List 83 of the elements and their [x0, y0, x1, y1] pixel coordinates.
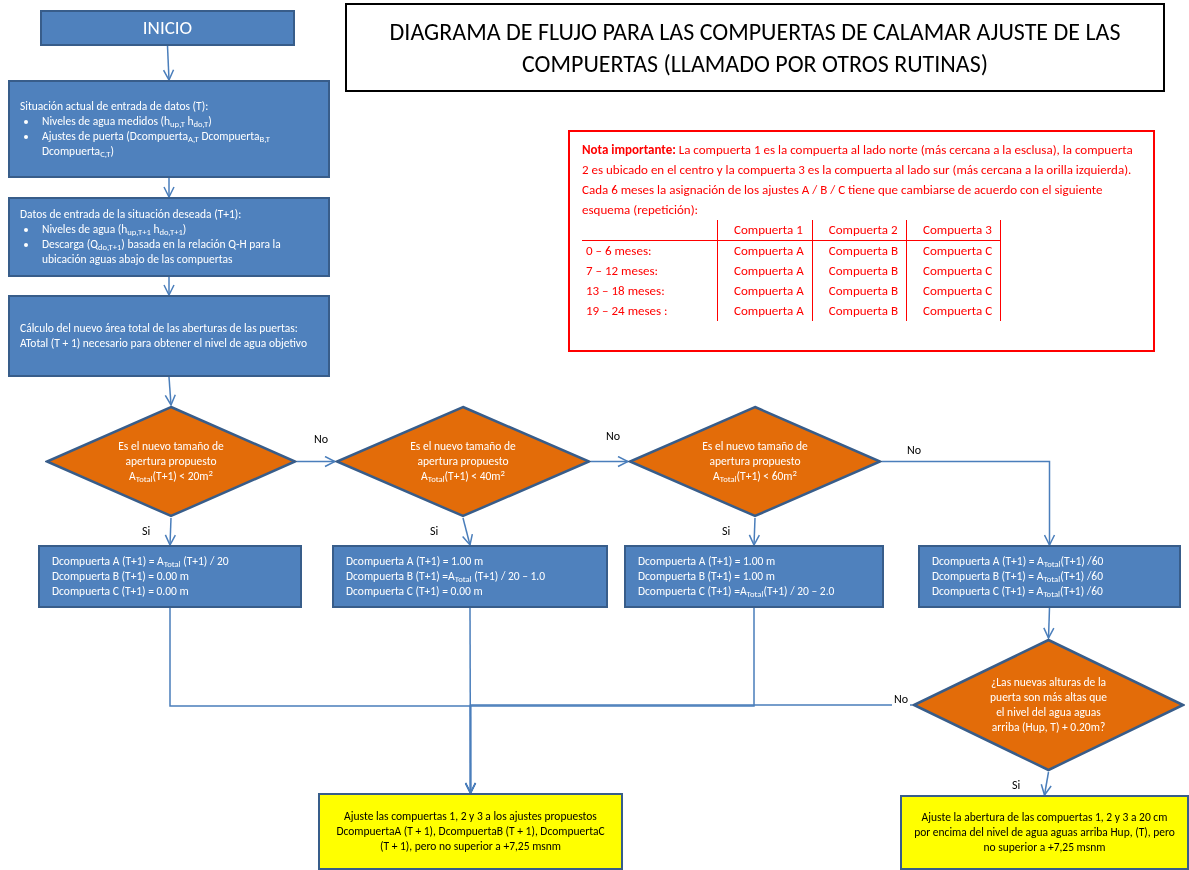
- arrow: [164, 517, 177, 546]
- formula-text: Dcompuerta A (T+1) = A$_{Total}$ (T+1) / 20: [52, 554, 230, 569]
- table-row-label: 13 – 18 meses:: [586, 283, 665, 298]
- table-row-label: 7 – 12 meses:: [586, 263, 659, 278]
- edge-label: Si: [722, 524, 731, 538]
- edge-label: No: [894, 692, 909, 706]
- note-text: Nota importante: La compuerta 1 es la compuerta al lado norte (más cercana a la esclusa), la compuerta 2 es ubicado en el centro y la compuerta 3 es la compuerta al lado sur (más cercana a la orilla izquierda). Cada 6 meses la asignación de los ajustes A / B / C tiene que cambiarse de acuerdo con el siguiente esquema (repetición):: [582, 141, 1134, 219]
- box-text: Cálculo del nuevo área total de las aberturas de las puertas: ATotal (T + 1) necesario para obtener el nivel de agua objetivo: [20, 321, 308, 351]
- decision-text: Es el nuevo tamaño de apertura propuesto A$_{Total}$(T+1) < 20m$^{2}$: [117, 439, 225, 484]
- action-box: [318, 793, 623, 870]
- process-box: [332, 545, 608, 608]
- decision-text: Es el nuevo tamaño de apertura propuesto A$_{Total}$(T+1) < 60m$^{2}$: [701, 439, 809, 484]
- table-cell: Compuerta C: [923, 283, 993, 298]
- decision-diamond: [335, 405, 591, 518]
- table-cell: Compuerta B: [828, 303, 898, 318]
- arrow: [590, 455, 629, 468]
- table-cell: Compuerta A: [734, 263, 804, 278]
- formula-text: Dcompuerta C (T+1) =A$_{Total}$(T+1) / 20 – 2.0: [638, 584, 836, 599]
- arrow: [162, 45, 175, 81]
- title-text: DIAGRAMA DE FLUJO PARA LAS COMPUERTAS DE CALAMAR AJUSTE DE LAS COMPUERTAS (LLAMADO POR OTROS RUTINAS): [388, 15, 1122, 80]
- arrow: [164, 376, 176, 406]
- bullet-text: Descarga (Q$_{do,T+1}$) basada en la relación Q-H para la ubicación aguas abajo de las compuertas: [42, 237, 282, 267]
- formula-text: Dcompuerta C (T+1) = A$_{Total}$(T+1) /60: [932, 584, 1104, 599]
- process-box: [624, 545, 884, 608]
- note-box: [568, 130, 1155, 352]
- bullet-text: Ajustes de puerta (Dcompuerta$_{A,T}$ Dcompuerta$_{B,T}$ Dcompuerta$_{C,T}$): [42, 129, 271, 159]
- arrow: [163, 276, 175, 296]
- process-box: [8, 295, 330, 377]
- action-text: Ajuste las compuertas 1, 2 y 3 a los ajustes propuestos DcompuertaA (T + 1), DcompuertaB (T + 1), DcompuertaC (T + 1), pero no superior a +7,25 msnm: [335, 809, 606, 854]
- formula-text: Dcompuerta A (T+1) = 1.00 m: [638, 554, 777, 569]
- table-cell: Compuerta A: [734, 243, 804, 258]
- table-cell: Compuerta C: [923, 263, 993, 278]
- process-box: [8, 80, 330, 178]
- arrow: [748, 517, 761, 546]
- table-cell: Compuerta C: [923, 243, 993, 258]
- bullet-text: Niveles de agua (h$_{up,T+1}$ h$_{do,T+1}$): [42, 222, 187, 237]
- formula-text: Dcompuerta C (T+1) = 0.00 m: [52, 584, 190, 599]
- decision-text: Es el nuevo tamaño de apertura propuesto A$_{Total}$(T+1) < 40m$^{2}$: [409, 439, 517, 484]
- table-cell: Compuerta A: [734, 303, 804, 318]
- table-header: Compuerta 2: [828, 222, 898, 237]
- bullet-text: Niveles de agua medidos (h$_{up,T}$ h$_{do,T}$): [42, 114, 212, 129]
- formula-text: Dcompuerta B (T+1) = 0.00 m: [52, 569, 190, 584]
- process-box: [8, 197, 330, 277]
- arrow: [881, 460, 1056, 546]
- table-header: Compuerta 3: [923, 222, 992, 237]
- start-box: [40, 10, 295, 46]
- edge-label: Si: [1012, 778, 1021, 792]
- decision-diamond: [628, 405, 882, 518]
- box-text: Datos de entrada de la situación deseada (T+1):: [20, 207, 243, 222]
- edge-label: Si: [430, 524, 439, 538]
- action-text: Ajuste la abertura de las compuertas 1, 2 y 3 a 20 cm por encima del nivel de agua aguas arriba Hup, (T), pero no superior a +7,25 msnm: [914, 810, 1175, 855]
- formula-text: Dcompuerta B (T+1) = A$_{Total}$(T+1) /60: [932, 569, 1104, 584]
- action-box: [900, 795, 1189, 870]
- arrow: [461, 517, 474, 546]
- table-cell: Compuerta C: [923, 303, 993, 318]
- arrow: [163, 177, 175, 198]
- table-row-label: 19 – 24 meses :: [586, 303, 668, 318]
- edge-label: No: [314, 432, 329, 446]
- formula-text: Dcompuerta A (T+1) = 1.00 m: [346, 554, 485, 569]
- formula-text: Dcompuerta B (T+1) =A$_{Total}$ (T+1) / 20 – 1.0: [346, 569, 547, 584]
- table-cell: Compuerta B: [828, 243, 898, 258]
- arrow: [1040, 771, 1052, 796]
- edge-label: Si: [142, 524, 151, 538]
- box-text: Situación actual de entrada de datos (T):: [20, 99, 210, 114]
- arrow: [1043, 607, 1055, 639]
- decision-diamond: [912, 638, 1185, 772]
- formula-text: Dcompuerta B (T+1) = 1.00 m: [638, 569, 776, 584]
- formula-text: Dcompuerta A (T+1) = A$_{Total}$(T+1) /60: [932, 554, 1105, 569]
- table-cell: Compuerta B: [828, 283, 898, 298]
- edge-label: No: [907, 443, 922, 457]
- table-cell: Compuerta A: [734, 283, 804, 298]
- table-cell: Compuerta B: [828, 263, 898, 278]
- arrow: [296, 455, 336, 468]
- start-label: INICIO: [142, 14, 193, 41]
- formula-text: Dcompuerta C (T+1) = 0.00 m: [346, 584, 484, 599]
- process-box: [38, 545, 302, 608]
- table-header: Compuerta 1: [734, 222, 803, 237]
- table-row-label: 0 – 6 meses:: [586, 243, 652, 258]
- process-box: [918, 545, 1181, 608]
- decision-text: ¿Las nuevas alturas de la puerta son más altas que el nivel del agua aguas arriba (Hup, T) + 0.20m?: [989, 675, 1108, 735]
- decision-diamond: [45, 405, 297, 518]
- edge-label: No: [606, 429, 621, 443]
- arrow: [464, 704, 913, 794]
